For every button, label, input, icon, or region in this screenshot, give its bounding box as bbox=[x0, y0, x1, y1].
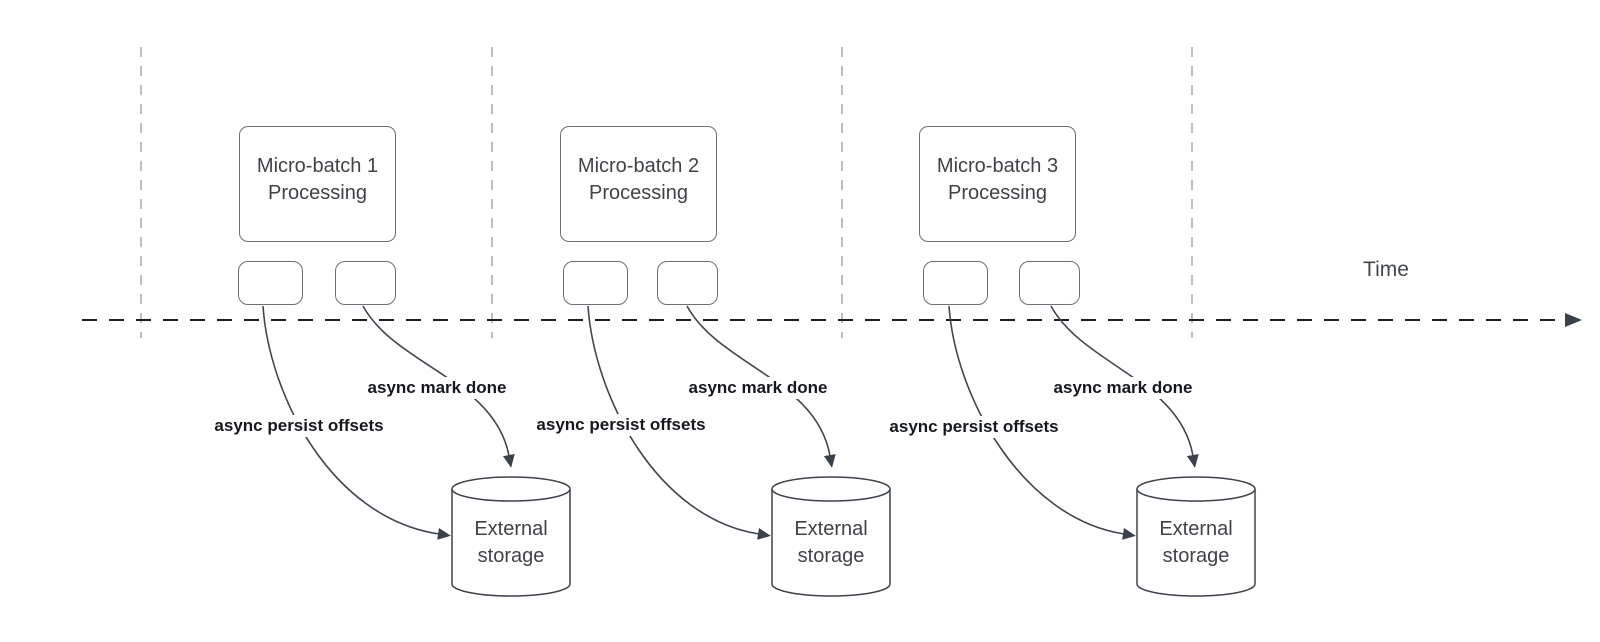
micro-batch-3-box: Micro-batch 3 Processing bbox=[919, 126, 1076, 242]
micro-batch-2-box: Micro-batch 2 Processing bbox=[560, 126, 717, 242]
mark-done-label-1: async mark done bbox=[364, 377, 510, 399]
external-storage-label-line1: External bbox=[794, 518, 868, 540]
external-storage-label-1: External storage bbox=[452, 516, 570, 570]
external-storage-label-line1: External bbox=[474, 518, 548, 540]
micro-batch-1-box: Micro-batch 1 Processing bbox=[239, 126, 396, 242]
mark-done-label-2: async mark done bbox=[685, 377, 831, 399]
cylinder-rim bbox=[1136, 488, 1256, 502]
micro-batch-2-subtitle: Processing bbox=[589, 182, 688, 204]
cylinder-rim bbox=[451, 488, 571, 502]
external-storage-label-line2: storage bbox=[797, 545, 865, 567]
micro-batch-2-title: Micro-batch 2 bbox=[577, 155, 700, 177]
time-axis-label: Time bbox=[1363, 258, 1409, 281]
persist-offsets-label-3: async persist offsets bbox=[886, 416, 1062, 438]
mark-done-task-box-2 bbox=[657, 261, 718, 305]
external-storage-label-line1: External bbox=[1159, 518, 1233, 540]
cylinder-body bbox=[771, 476, 891, 597]
micro-batch-3-subtitle: Processing bbox=[948, 182, 1047, 204]
persist-offsets-task-box-1 bbox=[238, 261, 303, 305]
persist-offsets-arrow-2 bbox=[587, 305, 771, 540]
cylinder-body bbox=[451, 476, 571, 597]
persist-offsets-label-1: async persist offsets bbox=[211, 415, 387, 437]
mark-done-task-box-1 bbox=[335, 261, 396, 305]
mark-done-arrow-2 bbox=[686, 305, 836, 468]
persist-offsets-arrow-3 bbox=[948, 305, 1136, 540]
persist-offsets-arrow-1 bbox=[262, 305, 451, 540]
cylinder-rim bbox=[771, 488, 891, 502]
mark-done-arrow-3 bbox=[1050, 305, 1199, 468]
micro-batch-3-title: Micro-batch 3 bbox=[936, 155, 1059, 177]
micro-batch-1-title: Micro-batch 1 bbox=[256, 155, 379, 177]
persist-offsets-task-box-3 bbox=[923, 261, 988, 305]
cylinder-body bbox=[1136, 476, 1256, 597]
external-storage-cylinder-1 bbox=[451, 476, 571, 597]
external-storage-label-2: External storage bbox=[772, 516, 890, 570]
persist-offsets-task-box-2 bbox=[563, 261, 628, 305]
external-storage-label-line2: storage bbox=[477, 545, 545, 567]
external-storage-cylinder-2 bbox=[771, 476, 891, 597]
mark-done-arrow-1 bbox=[362, 305, 515, 468]
mark-done-task-box-3 bbox=[1019, 261, 1080, 305]
micro-batch-1-subtitle: Processing bbox=[268, 182, 367, 204]
mark-done-label-3: async mark done bbox=[1050, 377, 1196, 399]
external-storage-label-line2: storage bbox=[1162, 545, 1230, 567]
external-storage-cylinder-3 bbox=[1136, 476, 1256, 597]
external-storage-label-3: External storage bbox=[1137, 516, 1255, 570]
persist-offsets-label-2: async persist offsets bbox=[533, 414, 709, 436]
